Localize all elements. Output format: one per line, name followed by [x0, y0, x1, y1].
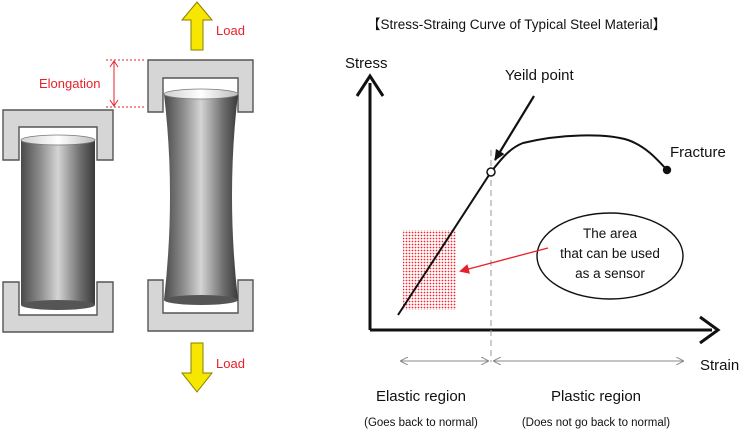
elastic-region-note: (Goes back to normal): [364, 417, 478, 429]
sensor-callout-line2: that can be used: [560, 246, 660, 261]
elastic-region-label: Elastic region: [376, 388, 466, 405]
specimen-rod-bottom: [164, 295, 238, 305]
fracture-label: Fracture: [670, 144, 726, 161]
sensor-callout-arrow: [459, 247, 549, 274]
strain-axis-arrowhead: [699, 315, 721, 345]
sensor-callout-bubble: [536, 212, 684, 300]
top-clamp: [2, 109, 114, 161]
sensor-callout-line1: The area: [583, 226, 638, 241]
strain-axis-label: Strain: [700, 357, 739, 374]
yield-point-marker: [486, 167, 496, 177]
specimen-rod-top: [20, 134, 96, 146]
plastic-region-label: Plastic region: [551, 388, 641, 405]
yield-pointer-arrow: [494, 95, 535, 161]
chart-title: 【Stress-Straing Curve of Typical Steel M…: [367, 17, 666, 32]
load-label-bottom: Load: [216, 356, 245, 371]
top-clamp: [147, 59, 254, 113]
sensor-callout-line3: as a sensor: [575, 266, 645, 281]
specimen-unloaded: [2, 109, 114, 333]
load-arrow-down: [180, 342, 214, 393]
specimen-diagram: Load Load Elongation: [2, 1, 254, 393]
stress-strain-curve: [397, 134, 668, 316]
specimen-rod-top: [163, 88, 239, 100]
specimen-rod: [21, 140, 95, 305]
bottom-clamp: [2, 281, 114, 333]
bottom-clamp: [147, 279, 254, 332]
specimen-loaded: [147, 59, 254, 332]
stress-axis-label: Stress: [345, 55, 388, 72]
elongation-dimension: [106, 59, 146, 108]
fracture-marker: [662, 165, 672, 175]
stress-strain-chart: 【Stress-Straing Curve of Typical Steel M…: [345, 17, 739, 429]
specimen-rod-stretched: [164, 94, 238, 300]
plastic-region-note: (Does not go back to normal): [522, 417, 670, 429]
sensor-area: [403, 230, 456, 310]
load-label-top: Load: [216, 23, 245, 38]
yield-point-label: Yeild point: [505, 67, 575, 84]
elongation-label: Elongation: [39, 76, 100, 91]
stress-axis-arrowhead: [355, 73, 385, 97]
load-arrow-up: [180, 1, 214, 51]
specimen-rod-bottom: [21, 300, 95, 310]
